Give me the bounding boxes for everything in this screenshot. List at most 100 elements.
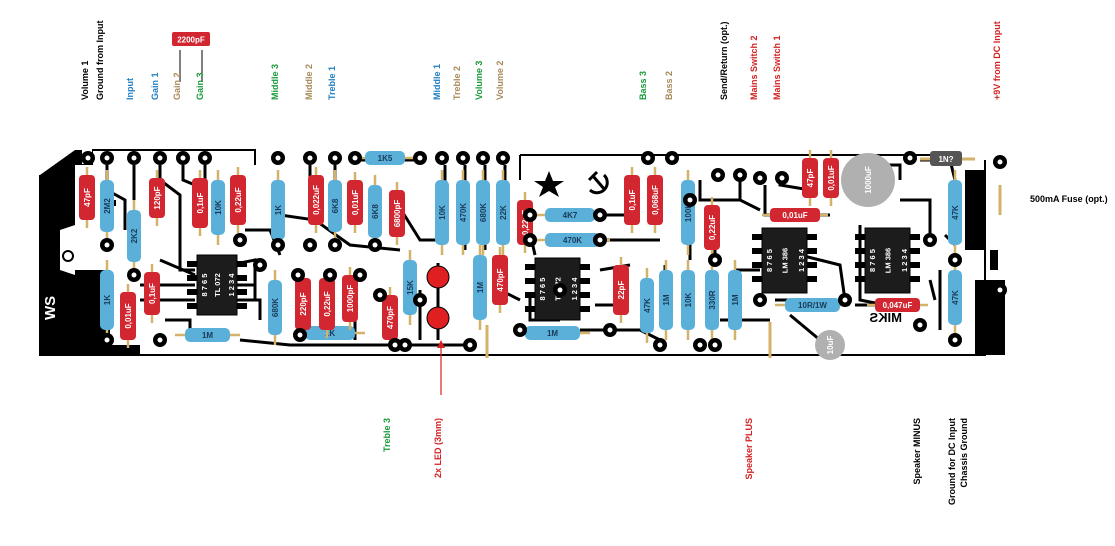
- resistor: 22K: [496, 170, 510, 255]
- capacitor: 47pF: [802, 150, 818, 206]
- wire-label: +9V from DC Input: [992, 21, 1002, 100]
- svg-text:680K: 680K: [479, 203, 488, 222]
- capacitor: 470pF: [382, 287, 398, 348]
- wire-label: Gain 1: [150, 72, 160, 100]
- capacitor: 120pF: [149, 170, 165, 226]
- resistor: 15K: [403, 250, 417, 325]
- svg-text:470pF: 470pF: [386, 306, 395, 329]
- resistor: 470K: [456, 170, 470, 255]
- resistor: 2K2: [127, 200, 141, 272]
- resistor: 47K: [640, 268, 654, 343]
- capacitor: 22pF: [613, 257, 629, 323]
- svg-text:100K: 100K: [684, 203, 693, 222]
- star-icon: [534, 171, 564, 197]
- wire-label: Treble 1: [327, 66, 337, 100]
- resistor: 1M: [515, 326, 590, 340]
- resistor: 10K: [435, 170, 449, 255]
- capacitor: 0,1uF: [144, 264, 160, 323]
- svg-text:8 7 6 5: 8 7 6 5: [765, 249, 774, 272]
- svg-text:47pF: 47pF: [83, 188, 92, 207]
- svg-text:47K: 47K: [643, 298, 652, 313]
- svg-text:22pF: 22pF: [617, 281, 626, 300]
- capacitor: 0,01uF: [823, 150, 839, 206]
- svg-text:0,22uF: 0,22uF: [323, 291, 332, 316]
- svg-text:10K: 10K: [214, 200, 223, 215]
- wire-label: Chassis Ground: [959, 418, 969, 488]
- svg-text:10K: 10K: [684, 292, 693, 307]
- svg-text:6800pF: 6800pF: [393, 200, 402, 228]
- resistor: 1K: [271, 170, 285, 250]
- svg-text:1M: 1M: [662, 294, 671, 305]
- resistor: 47K: [948, 260, 962, 335]
- capacitor: 0,047uF: [867, 298, 928, 312]
- capacitor: 47pF: [79, 167, 95, 228]
- led-2: [426, 306, 450, 330]
- resistor: 680K: [268, 270, 282, 345]
- svg-text:0,01uF: 0,01uF: [827, 165, 836, 190]
- svg-text:0,22uF: 0,22uF: [234, 187, 243, 212]
- svg-text:10K: 10K: [438, 205, 447, 220]
- wire-label: 2x LED (3mm): [433, 418, 443, 478]
- svg-text:47K: 47K: [951, 205, 960, 220]
- wire-label: Volume 3: [474, 61, 484, 100]
- svg-text:LM 386: LM 386: [884, 248, 893, 273]
- wire-label: Ground from Input: [95, 21, 105, 100]
- wire-label: Treble 3: [382, 418, 392, 452]
- hammer-sickle-icon: [587, 170, 609, 195]
- capacitor: 0,01uF: [120, 284, 136, 348]
- resistor: 10K: [681, 260, 695, 340]
- wire-label: Middle 2: [304, 64, 314, 100]
- wire-label: Ground for DC Input: [947, 418, 957, 505]
- svg-text:470K: 470K: [563, 236, 582, 245]
- capacitor: 0,22uF: [704, 197, 720, 258]
- svg-text:1K: 1K: [103, 295, 112, 305]
- svg-text:0,01uF: 0,01uF: [351, 190, 360, 215]
- svg-text:120pF: 120pF: [153, 186, 162, 209]
- svg-text:0,047uF: 0,047uF: [883, 301, 913, 310]
- fuse-label: 500mA Fuse (opt.): [1030, 194, 1108, 204]
- resistor: 1K5: [355, 151, 415, 165]
- wire-label: Bass 2: [664, 71, 674, 100]
- svg-text:680K: 680K: [271, 298, 280, 317]
- resistor: 1M: [728, 260, 742, 340]
- wire-label: Middle 3: [270, 64, 280, 100]
- capacitor: 0,022uF: [308, 167, 324, 233]
- svg-text:8 7 6 5: 8 7 6 5: [538, 278, 547, 301]
- wire-label: Speaker MINUS: [912, 418, 922, 485]
- svg-text:1 2 3 4: 1 2 3 4: [797, 248, 806, 272]
- capacitor: 0,1uF: [192, 170, 208, 236]
- wire-label: Input: [125, 78, 135, 100]
- wire-label: Volume 2: [495, 61, 505, 100]
- capacitor: 0,22uF: [319, 270, 335, 338]
- svg-text:8 7 6 5: 8 7 6 5: [868, 249, 877, 272]
- capacitor: 1000pF: [342, 267, 358, 330]
- svg-text:0,1uF: 0,1uF: [196, 192, 205, 213]
- resistor: 10K: [211, 170, 225, 245]
- board-mark-miks: MIKS: [869, 310, 902, 325]
- capacitor: 0,01uF: [347, 172, 363, 233]
- top-capacitor-2200pf: 2200pF: [172, 32, 210, 82]
- svg-text:22K: 22K: [499, 205, 508, 220]
- resistor: 6K8: [328, 170, 342, 242]
- svg-text:1000pF: 1000pF: [346, 285, 355, 313]
- capacitor: 0,22uF: [230, 167, 246, 233]
- svg-text:1N?: 1N?: [938, 155, 953, 164]
- svg-text:0,01uF: 0,01uF: [782, 211, 807, 220]
- svg-text:1K: 1K: [274, 205, 283, 215]
- svg-text:47K: 47K: [951, 290, 960, 305]
- svg-text:2200pF: 2200pF: [177, 36, 205, 45]
- svg-text:1 2 3 4: 1 2 3 4: [570, 277, 579, 301]
- resistor: 1M: [473, 245, 487, 330]
- resistor: 6K8: [368, 175, 382, 248]
- capacitor: 0,1uF: [624, 167, 640, 233]
- svg-text:1M: 1M: [476, 282, 485, 293]
- svg-text:47pF: 47pF: [806, 169, 815, 188]
- wire-label: Speaker PLUS: [744, 418, 754, 480]
- solder-pads: [81, 151, 1007, 352]
- svg-text:330R: 330R: [708, 290, 717, 309]
- svg-text:2K2: 2K2: [130, 228, 139, 243]
